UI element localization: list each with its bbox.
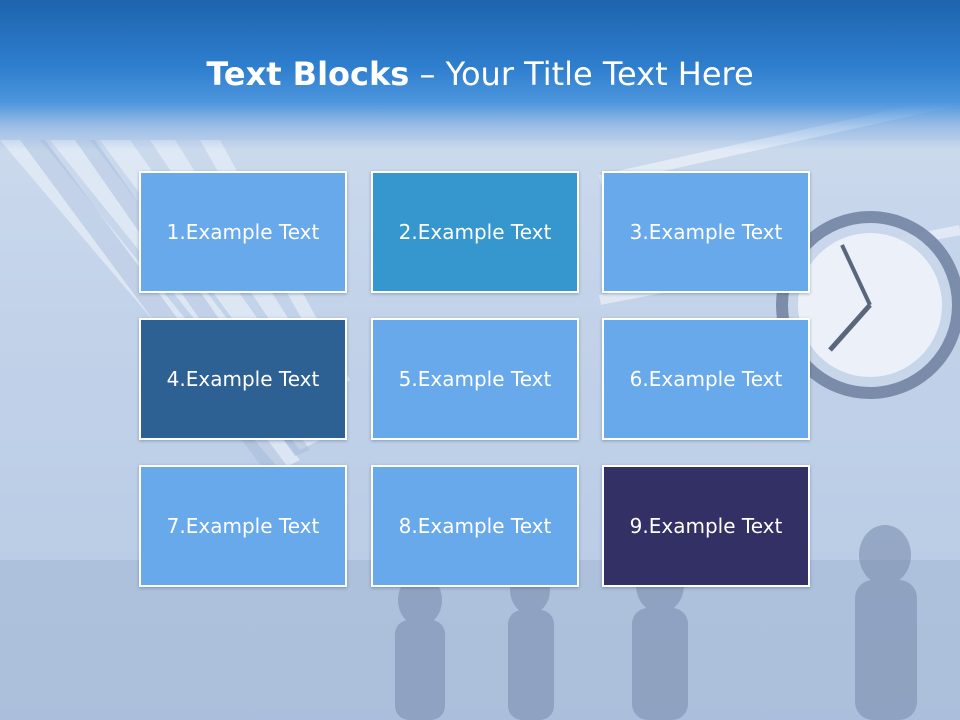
text-block-label: 7.Example Text xyxy=(166,514,320,538)
text-block-label: 4.Example Text xyxy=(166,367,320,391)
text-block-label: 9.Example Text xyxy=(629,514,783,538)
text-block-5[interactable]: 5.Example Text xyxy=(371,318,579,440)
text-block-label: 2.Example Text xyxy=(398,220,552,244)
text-block-7[interactable]: 7.Example Text xyxy=(139,465,347,587)
text-block-9[interactable]: 9.Example Text xyxy=(602,465,810,587)
title-bar: Text Blocks – Your Title Text Here xyxy=(0,0,960,150)
text-block-4[interactable]: 4.Example Text xyxy=(139,318,347,440)
text-block-8[interactable]: 8.Example Text xyxy=(371,465,579,587)
text-block-3[interactable]: 3.Example Text xyxy=(602,171,810,293)
title-dash: – xyxy=(409,55,446,93)
text-block-label: 1.Example Text xyxy=(166,220,320,244)
text-block-label: 8.Example Text xyxy=(398,514,552,538)
text-block-1[interactable]: 1.Example Text xyxy=(139,171,347,293)
text-block-label: 3.Example Text xyxy=(629,220,783,244)
text-block-label: 5.Example Text xyxy=(398,367,552,391)
text-block-6[interactable]: 6.Example Text xyxy=(602,318,810,440)
title-rest: Your Title Text Here xyxy=(445,55,754,93)
slide-title: Text Blocks – Your Title Text Here xyxy=(0,52,960,96)
title-bold: Text Blocks xyxy=(206,55,410,93)
text-block-2[interactable]: 2.Example Text xyxy=(371,171,579,293)
text-block-label: 6.Example Text xyxy=(629,367,783,391)
